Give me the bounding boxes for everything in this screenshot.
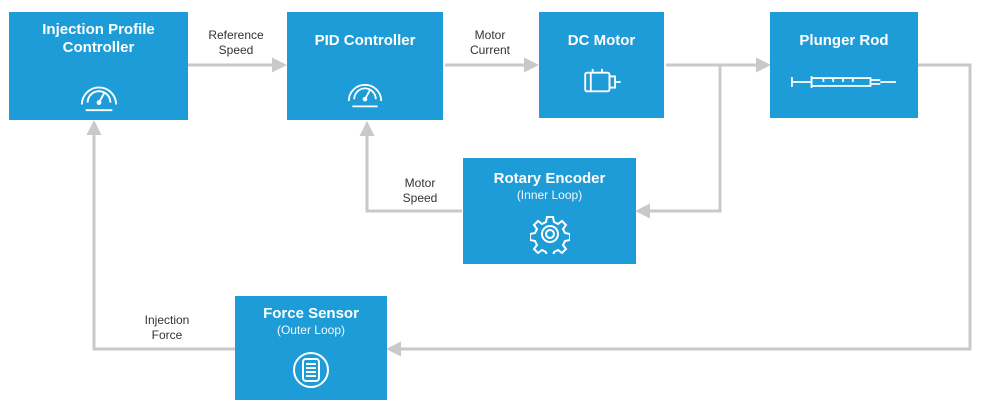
rotary-encoder-title: Rotary Encoder: [493, 170, 606, 187]
rotary-encoder-block: Rotary Encoder (Inner Loop): [463, 158, 636, 264]
rotary-encoder-subtitle: (Inner Loop): [516, 188, 583, 202]
force-sensor-subtitle: (Outer Loop): [276, 323, 346, 337]
arrow-plunger-to-force-sensor: [386, 63, 972, 357]
dc-motor-block: DC Motor: [539, 12, 664, 118]
force-sensor-title: Force Sensor: [263, 305, 359, 322]
plunger-rod-block: Plunger Rod: [770, 12, 918, 118]
motor-icon: [583, 68, 621, 93]
pid-controller-title: PID Controller: [314, 32, 416, 49]
syringe-icon: [791, 76, 897, 88]
speedometer-icon: [80, 86, 117, 112]
plunger-rod-title: Plunger Rod: [799, 32, 889, 49]
reference-speed-label: Reference Speed: [208, 28, 264, 57]
force-sensor-block: Force Sensor (Outer Loop): [235, 296, 387, 400]
force-sensor-icon: [293, 352, 329, 388]
pid-controller-block: PID Controller: [287, 12, 443, 120]
motor-speed-label: Motor Speed: [402, 176, 438, 205]
injection-profile-controller-block: Injection Profile Controller: [9, 12, 188, 120]
dc-motor-title: DC Motor: [567, 32, 636, 49]
gear-icon: [529, 216, 570, 254]
injection-force-label: Injection Force: [144, 313, 190, 342]
motor-current-label: Motor Current: [469, 28, 510, 57]
arrow-shaft-to-encoder: [635, 65, 722, 219]
injection-profile-controller-title: Injection Profile Controller: [42, 21, 155, 56]
arrow-encoder-to-pid: [359, 121, 462, 213]
arrow-force-sensor-to-ipc: [86, 120, 235, 351]
speedometer-icon: [347, 83, 383, 108]
